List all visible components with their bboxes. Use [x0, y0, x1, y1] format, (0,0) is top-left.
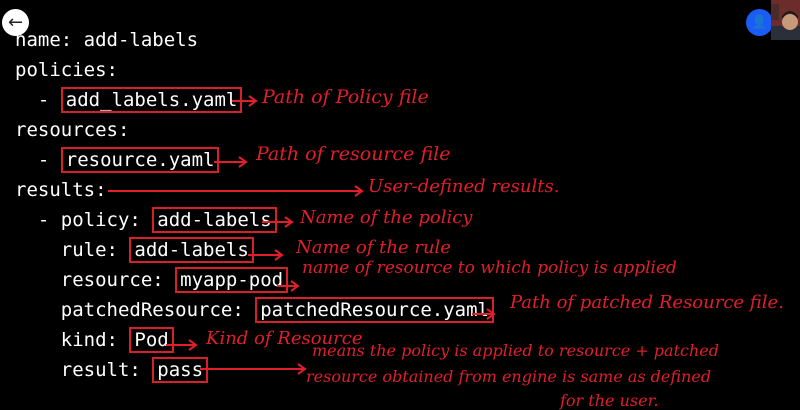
code-line-policy: - policy: add-labels	[15, 205, 277, 235]
code-line-resources-item: - resource.yaml	[15, 145, 220, 175]
annotation-resource: name of resource to which policy is appl…	[302, 258, 677, 278]
code-key: result:	[15, 359, 153, 381]
arrow-resource	[277, 280, 300, 292]
highlight-policy-name: add-labels	[152, 207, 277, 233]
webcam-thumbnail	[771, 0, 800, 40]
code-list-dash: -	[15, 89, 61, 111]
code-key: patchedResource:	[15, 299, 256, 321]
arrow-resources	[214, 156, 248, 168]
annotation-patched: Path of patched Resource file.	[510, 292, 784, 313]
highlight-kind: Pod	[129, 327, 174, 353]
code-key: - policy:	[15, 209, 153, 231]
code-list-dash: -	[15, 149, 61, 171]
code-key: kind:	[15, 329, 130, 351]
highlight-resource-name: myapp-pod	[175, 267, 289, 293]
code-key: rule:	[15, 239, 130, 261]
arrow-kind	[166, 339, 198, 351]
back-button[interactable]: ←	[2, 9, 29, 36]
code-line-rule: rule: add-labels	[15, 235, 254, 265]
annotation-kind: Kind of Resource	[206, 328, 363, 349]
person-icon: 👤	[751, 15, 768, 30]
highlight-patched-file: patchedResource.yaml	[255, 297, 494, 323]
arrow-policies	[232, 95, 258, 107]
arrow-patched	[472, 308, 496, 320]
highlight-result: pass	[152, 357, 209, 383]
highlight-rule-name: add-labels	[129, 237, 254, 263]
highlight-policy-file: add_labels.yaml	[60, 87, 243, 113]
annotation-result-line1: means the policy is applied to resource …	[312, 341, 719, 360]
annotation-result-line3: for the user.	[560, 391, 659, 410]
arrow-results	[108, 185, 364, 197]
annotation-policy: Name of the policy	[300, 207, 473, 228]
annotation-policies: Path of Policy file	[262, 86, 429, 108]
code-line-patched: patchedResource: patchedResource.yaml	[15, 295, 494, 325]
code-line-resource: resource: myapp-pod	[15, 265, 289, 295]
code-line-name: name: add-labels	[15, 29, 199, 51]
arrow-rule	[248, 249, 284, 261]
annotation-result-line2: resource obtained from engine is same as…	[306, 367, 712, 386]
highlight-resource-file: resource.yaml	[60, 147, 220, 173]
code-line-result: result: pass	[15, 355, 209, 385]
annotation-results: User-defined results.	[368, 176, 560, 197]
webcam-person-image	[771, 0, 800, 40]
code-line-policies-item: - add_labels.yaml	[15, 85, 243, 115]
annotation-rule: Name of the rule	[296, 237, 451, 258]
code-line-resources: resources:	[15, 119, 130, 141]
arrow-left-icon: ←	[7, 12, 24, 33]
annotation-resources: Path of resource file	[256, 143, 451, 165]
code-line-kind: kind: Pod	[15, 325, 174, 355]
code-line-results: results:	[15, 179, 107, 201]
code-key: resource:	[15, 269, 176, 291]
user-button[interactable]: 👤	[746, 9, 773, 36]
arrow-result	[200, 363, 307, 375]
arrow-policy	[262, 216, 294, 228]
code-line-policies: policies:	[15, 59, 118, 81]
